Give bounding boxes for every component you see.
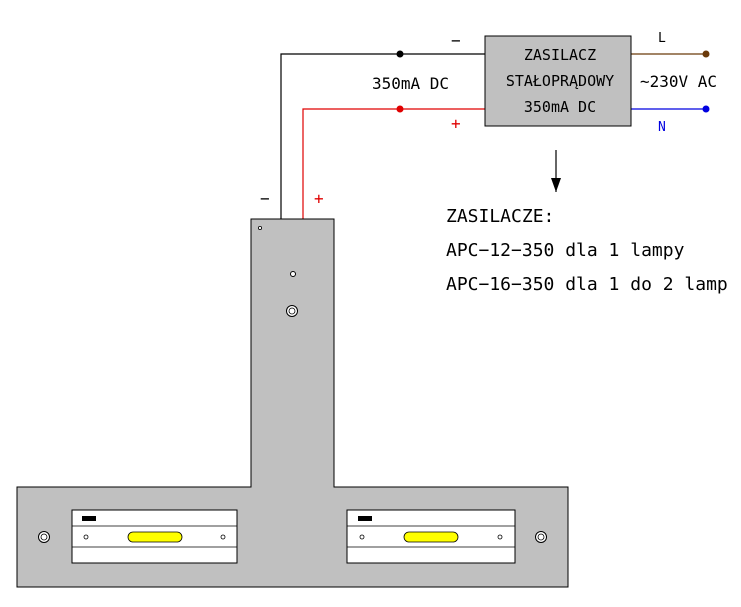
power-supply-line2: STAŁOPRĄDOWY [506, 72, 614, 90]
notes-line1: APC−12−350 dla 1 lampy [446, 240, 685, 261]
wires [280, 50, 710, 219]
power-supply-line3: 350mA DC [524, 98, 596, 116]
stem-screw-icon [286, 305, 298, 317]
lamp-module-right [346, 509, 516, 564]
ac-voltage-label: ~230V AC [640, 72, 717, 91]
lamp-lens-left [127, 531, 183, 543]
notes-title: ZASILACZE: [446, 206, 554, 227]
fixture-plus-label: + [314, 189, 324, 208]
left-screw-icon [38, 531, 50, 543]
power-supply-line1: ZASILACZ [524, 46, 596, 64]
lamp-lens-right [403, 531, 459, 543]
fixture-minus-label: − [260, 189, 270, 208]
negative-junction-dot [396, 50, 404, 58]
live-terminal-dot [702, 50, 710, 58]
positive-wire [302, 108, 485, 219]
neutral-label: N [658, 120, 666, 135]
live-label: L [658, 31, 666, 46]
dc-current-label: 350mA DC [372, 74, 449, 93]
lamp-logo-right [358, 516, 372, 521]
right-screw-icon [535, 531, 547, 543]
neutral-terminal-dot [702, 105, 710, 113]
power-supply-box: ZASILACZ STAŁOPRĄDOWY 350mA DC [484, 35, 632, 127]
stem-hole [290, 271, 296, 277]
lamp-logo-left [82, 516, 96, 521]
positive-junction-dot [396, 105, 404, 113]
notes-line2: APC−16−350 dla 1 do 2 lamp [446, 274, 728, 295]
supply-minus-label: − [451, 31, 461, 50]
arrow-down-icon [551, 150, 561, 192]
t-fixture [16, 218, 569, 588]
supply-plus-label: + [451, 114, 461, 133]
lamp-module-left [71, 509, 238, 564]
stem-small-hole [257, 225, 262, 230]
negative-wire [280, 53, 485, 219]
